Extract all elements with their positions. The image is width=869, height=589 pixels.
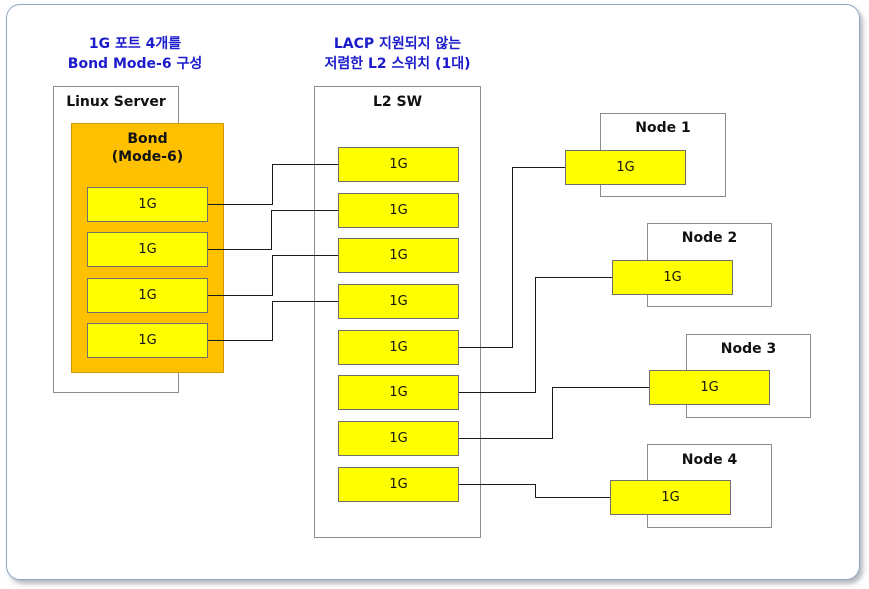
link-switch-5-node-1 [459,167,565,348]
link-bond-3-switch-3 [208,255,338,296]
bond-title-line-1: Bond [127,131,168,147]
switch-port-4: 1G [338,284,459,319]
node-4-title: Node 4 [681,452,738,468]
node-1-title: Node 1 [635,120,691,136]
bond-port-2: 1G [87,232,208,267]
link-bond-4-switch-4 [208,301,338,341]
node-4-port: 1G [610,480,731,515]
linux-server-title: Linux Server [66,94,166,110]
link-switch-8-node-4 [459,484,610,498]
bond-title: Bond (Mode-6) [72,130,223,166]
bond-port-3: 1G [87,278,208,313]
switch-port-3: 1G [338,238,459,273]
bond-port-1: 1G [87,187,208,222]
switch-port-6: 1G [338,375,459,410]
bond-title-line-2: (Mode-6) [111,149,184,165]
switch-port-2: 1G [338,193,459,228]
node-3-port: 1G [649,370,770,405]
switch-port-7: 1G [338,421,459,456]
switch-port-1: 1G [338,147,459,182]
link-switch-7-node-3 [459,387,649,439]
link-switch-6-node-2 [459,277,612,393]
node-2-port: 1G [612,260,733,295]
switch-note-line-1: LACP 지원되지 않는 [333,36,462,52]
switch-port-8: 1G [338,467,459,502]
node-3-title: Node 3 [720,341,777,357]
bond-config-note: 1G 포트 4개를 Bond Mode-6 구성 [40,34,230,74]
bond-config-note-line-2: Bond Mode-6 구성 [67,56,203,72]
node-2-title: Node 2 [681,230,738,246]
bond-config-note-line-1: 1G 포트 4개를 [88,36,182,52]
switch-port-5: 1G [338,330,459,365]
node-1-port: 1G [565,150,686,185]
bond-port-4: 1G [87,323,208,358]
l2-switch-title: L2 SW [372,94,423,110]
link-bond-2-switch-2 [208,210,338,250]
switch-note-line-2: 저렴한 L2 스위치 (1대) [324,56,471,72]
link-bond-1-switch-1 [208,164,338,205]
switch-note: LACP 지원되지 않는 저렴한 L2 스위치 (1대) [290,34,505,74]
